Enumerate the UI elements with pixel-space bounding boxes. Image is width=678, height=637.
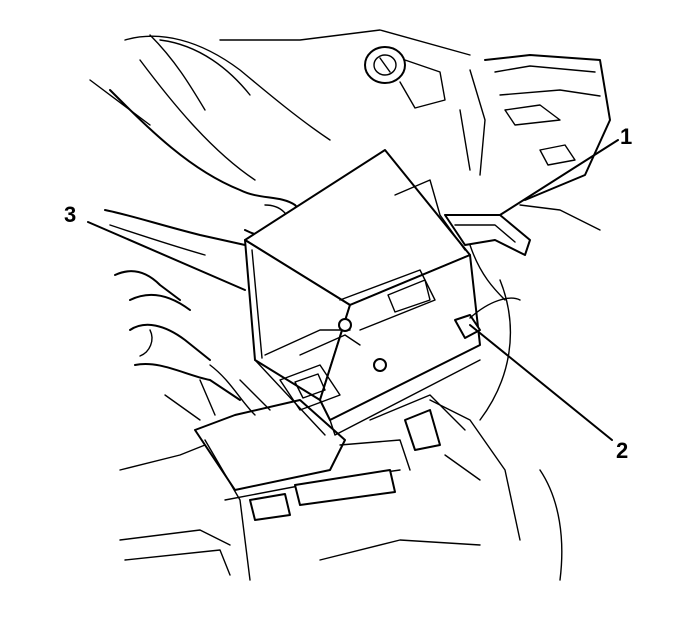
dashboard-background <box>89 29 611 581</box>
center-stack <box>459 54 611 231</box>
callout-3: 3 <box>64 202 76 227</box>
screw-icon <box>338 318 352 332</box>
lower-hand <box>114 270 241 421</box>
leader-line-3 <box>87 221 246 291</box>
module-unit <box>244 149 531 436</box>
screw-icon <box>373 358 387 372</box>
leader-line-2 <box>469 324 613 441</box>
callout-1: 1 <box>620 124 632 149</box>
antenna-connector <box>454 314 481 339</box>
leader-line-1 <box>499 139 619 216</box>
leader-lines <box>87 139 619 441</box>
lower-console <box>119 364 481 581</box>
ignition-lock-icon <box>364 46 446 109</box>
callout-2: 2 <box>616 438 628 463</box>
